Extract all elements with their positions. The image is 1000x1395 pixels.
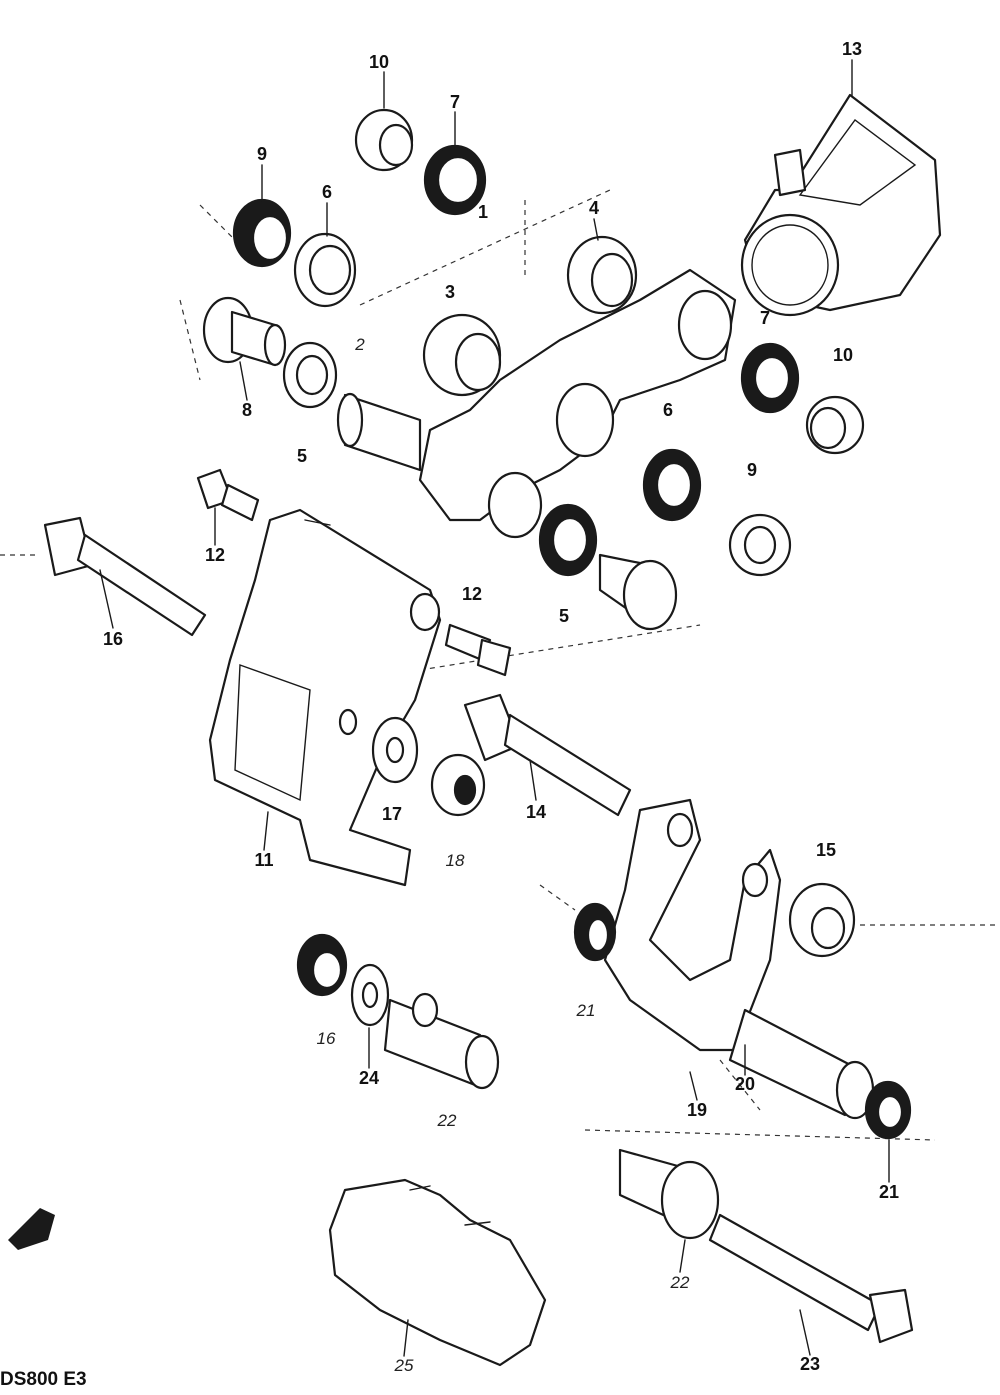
part-22-sleeve-right [618, 1148, 720, 1240]
label-1: 1 [478, 202, 488, 222]
label-6a: 6 [322, 182, 332, 202]
part-18-nut [430, 753, 486, 817]
part-6-bearing-right [642, 448, 702, 522]
part-10-collar-upper [354, 108, 414, 172]
part-7-seal-upper [423, 144, 487, 216]
label-25: 25 [394, 1356, 414, 1375]
label-4: 4 [589, 198, 599, 218]
part-1-cushion-rod [336, 268, 737, 539]
label-14: 14 [526, 802, 546, 822]
part-5-bearing-lower [538, 503, 598, 577]
label-18: 18 [446, 851, 465, 870]
label-22a: 22 [437, 1111, 457, 1130]
part-14-bolt [463, 693, 632, 817]
label-16b: 16 [317, 1029, 336, 1048]
part-9-collar-upper [232, 198, 292, 268]
label-5b: 5 [559, 606, 569, 626]
label-3: 3 [445, 282, 455, 302]
label-10a: 10 [369, 52, 389, 72]
label-13: 13 [842, 39, 862, 59]
label-7b: 7 [760, 308, 770, 328]
part-8-spacer [202, 296, 287, 367]
label-16a: 16 [103, 629, 123, 649]
part-13-top-cap [740, 93, 942, 317]
part-16-long-bolt [43, 516, 207, 637]
part-10-collar-right [805, 395, 865, 455]
label-leaders [99, 59, 890, 1357]
label-21a: 21 [576, 1001, 596, 1020]
part-16-nut-lower [296, 933, 348, 997]
label-2: 2 [354, 335, 365, 354]
part-15-nut [788, 882, 856, 958]
label-11: 11 [254, 850, 273, 870]
label-9a: 9 [257, 144, 267, 164]
front-arrow-icon [8, 1208, 55, 1250]
part-24-washer [350, 963, 390, 1027]
label-12b: 12 [462, 584, 482, 604]
label-6b: 6 [663, 400, 673, 420]
label-9b: 9 [747, 460, 757, 480]
part-7-seal-right [740, 342, 800, 414]
part-3-bush [422, 313, 502, 397]
part-21-washer-left [573, 902, 617, 962]
part-19-lever [603, 798, 782, 1052]
label-7a: 7 [450, 92, 460, 112]
part-8-spacer-lower [598, 553, 678, 631]
label-19: 19 [687, 1100, 707, 1120]
part-9-collar-right [728, 513, 792, 577]
part-20-spacer [728, 1008, 875, 1120]
part-25-cover [328, 1178, 547, 1367]
part-5-bearing-upper [282, 341, 338, 409]
label-22b: 22 [670, 1273, 690, 1292]
label-10b: 10 [833, 345, 853, 365]
part-21-washer-right [864, 1080, 912, 1140]
label-21b: 21 [879, 1182, 899, 1202]
label-8: 8 [242, 400, 252, 420]
label-17: 17 [382, 804, 402, 824]
part-6-bearing-upper [293, 232, 357, 308]
part-22-sleeve-left [383, 992, 500, 1090]
footer-code: DS800 E3 [0, 1369, 87, 1390]
part-12-bolt-middle [444, 623, 512, 677]
part-11-bracket [208, 508, 442, 887]
label-23: 23 [800, 1354, 820, 1374]
label-15: 15 [816, 840, 836, 860]
part-12-bolt-upper [196, 468, 260, 522]
part-17-washer [371, 716, 419, 784]
label-5a: 5 [297, 446, 307, 466]
label-20: 20 [735, 1074, 755, 1094]
part-4-bush [566, 235, 638, 315]
guide-lines [0, 189, 1000, 1141]
label-24: 24 [359, 1068, 379, 1088]
part-labels: 1 2 3 4 5 5 6 6 7 7 8 9 9 10 10 11 12 12… [103, 39, 899, 1375]
label-12a: 12 [205, 545, 225, 565]
part-23-bolt [708, 1213, 914, 1344]
